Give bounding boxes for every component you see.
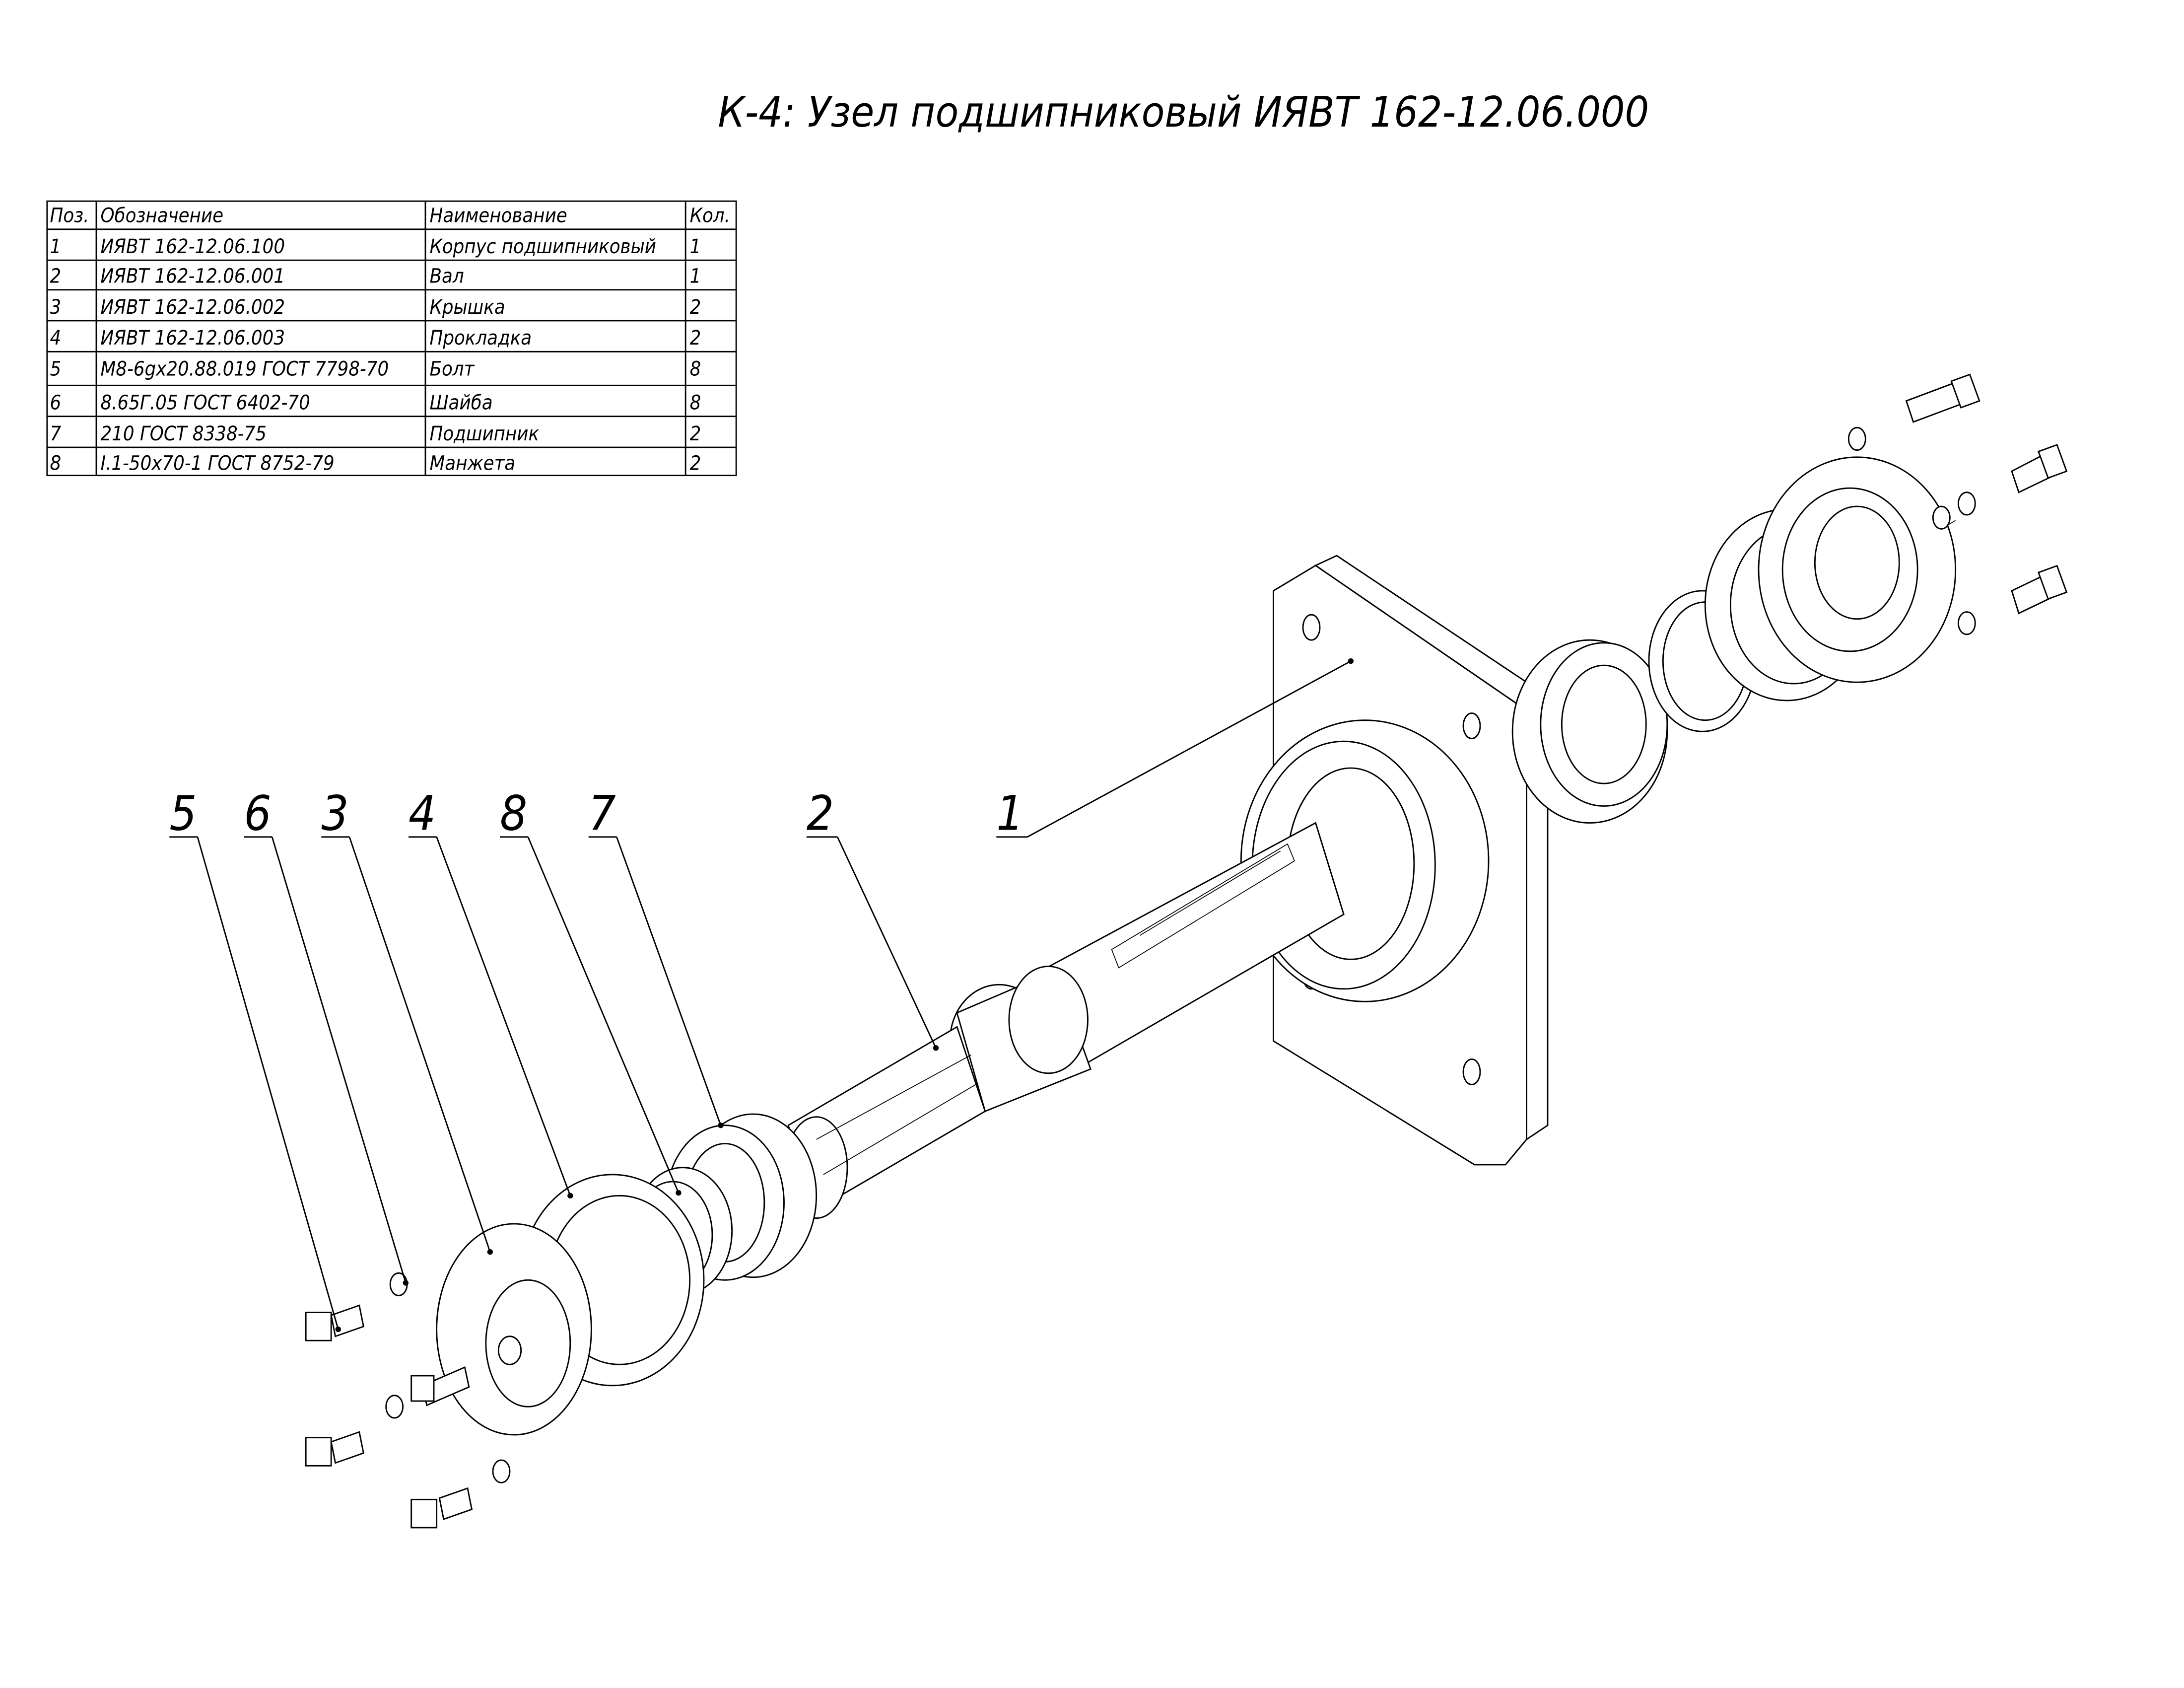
cell-pos: 2 <box>50 265 62 288</box>
cell-name: Манжета <box>430 452 516 475</box>
cell-designation: М8-6gх20.88.019 ГОСТ 7798-70 <box>101 358 389 381</box>
cell-designation: ИЯВТ 162-12.06.002 <box>101 296 285 319</box>
cell-designation: ИЯВТ 162-12.06.003 <box>101 327 285 350</box>
drawing-title: К-4: Узел подшипниковый ИЯВТ 162-12.06.0… <box>718 88 1649 137</box>
cell-designation: I.1-50х70-1 ГОСТ 8752-79 <box>101 452 335 475</box>
cell-designation: ИЯВТ 162-12.06.001 <box>101 265 285 288</box>
cell-designation: 8.65Г.05 ГОСТ 6402-70 <box>101 392 310 415</box>
callout-5: 5 <box>169 786 197 842</box>
cell-name: Вал <box>430 265 464 288</box>
callout-4: 4 <box>409 786 436 842</box>
right-bearing <box>1511 639 1668 824</box>
cell-qty: 1 <box>690 265 701 288</box>
table-row: 6 8.65Г.05 ГОСТ 6402-70 Шайба 8 <box>50 392 701 415</box>
table-row: 8 I.1-50х70-1 ГОСТ 8752-79 Манжета 2 <box>50 452 701 475</box>
cell-name: Подшипник <box>430 422 540 445</box>
header-name: Наименование <box>430 205 567 227</box>
callout-8: 8 <box>500 786 527 842</box>
cell-pos: 6 <box>50 392 62 415</box>
shaft <box>784 822 1345 1219</box>
cell-pos: 4 <box>50 327 62 350</box>
table-row: 5 М8-6gх20.88.019 ГОСТ 7798-70 Болт 8 <box>50 358 701 381</box>
cell-qty: 8 <box>690 358 701 381</box>
cell-designation: 210 ГОСТ 8338-75 <box>101 422 267 445</box>
table-row: 4 ИЯВТ 162-12.06.003 Прокладка 2 <box>50 327 701 350</box>
left-bolts <box>305 1272 511 1529</box>
header-qty: Кол. <box>690 205 730 227</box>
right-cover <box>1758 456 1957 683</box>
callout-7: 7 <box>589 786 616 842</box>
cell-pos: 7 <box>50 422 62 445</box>
header-designation: Обозначение <box>101 205 224 227</box>
left-cover <box>436 1223 592 1436</box>
cell-name: Прокладка <box>430 327 532 350</box>
cell-pos: 5 <box>50 358 62 381</box>
bearing-housing <box>1240 555 1549 1166</box>
table-row: 7 210 ГОСТ 8338-75 Подшипник 2 <box>50 422 701 445</box>
table-row: 3 ИЯВТ 162-12.06.002 Крышка 2 <box>50 296 701 319</box>
cell-name: Болт <box>430 358 475 381</box>
cell-name: Корпус подшипниковый <box>430 235 656 258</box>
cell-pos: 8 <box>50 452 62 475</box>
cell-qty: 2 <box>690 327 701 350</box>
cell-qty: 2 <box>690 452 701 475</box>
cell-qty: 2 <box>690 422 701 445</box>
cell-name: Шайба <box>430 392 493 415</box>
callout-6: 6 <box>244 786 272 842</box>
callout-1: 1 <box>996 786 1024 842</box>
table-row: 1 ИЯВТ 162-12.06.100 Корпус подшипниковый 1 <box>50 235 701 258</box>
cell-qty: 8 <box>690 392 701 415</box>
cell-designation: ИЯВТ 162-12.06.100 <box>101 235 285 258</box>
cell-name: Крышка <box>430 296 505 319</box>
table-row: 2 ИЯВТ 162-12.06.001 Вал 1 <box>50 265 701 288</box>
callout-2: 2 <box>807 786 834 842</box>
cell-pos: 3 <box>50 296 62 319</box>
callout-3: 3 <box>321 786 348 842</box>
right-bolts <box>1847 373 2068 635</box>
header-pos: Поз. <box>50 205 89 227</box>
cell-pos: 1 <box>50 235 62 258</box>
cell-qty: 2 <box>690 296 701 319</box>
cell-qty: 1 <box>690 235 701 258</box>
callouts: 5 6 3 4 8 7 2 1 <box>169 658 1354 1333</box>
